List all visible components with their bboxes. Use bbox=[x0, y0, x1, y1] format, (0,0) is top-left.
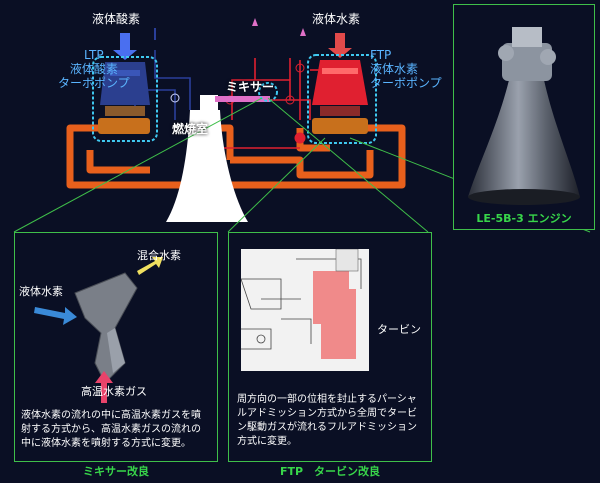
hot-gas-arrow bbox=[95, 371, 113, 403]
ftp-kind: ターボポンプ bbox=[370, 76, 442, 90]
hot-gas-label: 高温水素ガス bbox=[81, 385, 147, 398]
chamber-label: 燃焼室 bbox=[172, 122, 209, 136]
lox-label: 液体酸素 bbox=[92, 12, 141, 26]
lh2-inlet-arrow bbox=[328, 33, 352, 58]
mixer-pipe bbox=[215, 96, 270, 102]
combustion-chamber bbox=[166, 110, 248, 222]
ftp-label: FTP 液体水素 ターボポンプ bbox=[370, 48, 442, 90]
ltp-turbopump bbox=[98, 62, 150, 134]
vent-arrow-2 bbox=[300, 28, 306, 36]
ftp-panel: タービン 周方向の一部の位相を封止するパーシャ ルアドミッション方式から全周でタ… bbox=[228, 232, 432, 462]
nozzle-skirt bbox=[468, 80, 580, 197]
ftp-desc-line: 方式に変更。 bbox=[237, 436, 297, 447]
injector bbox=[200, 95, 218, 110]
liquid-h2-arrow bbox=[34, 307, 77, 325]
ftp-code: FTP bbox=[370, 48, 392, 62]
lh2-label: 液体水素 bbox=[312, 12, 361, 26]
turbine-cross-section bbox=[240, 248, 369, 371]
mixer-title: ミキサー改良 bbox=[83, 465, 149, 478]
mixer-highlight bbox=[258, 82, 278, 102]
engine-photo-panel: LE-5B-3 エンジン bbox=[453, 4, 595, 230]
ltp-kind: ターボポンプ bbox=[58, 76, 130, 90]
mixer-desc-line: 液体水素の流れの中に高温水素ガスを噴 bbox=[21, 410, 201, 421]
turbine-drawing bbox=[240, 248, 362, 359]
turbine-highlight bbox=[313, 271, 356, 359]
nozzle-exit bbox=[468, 189, 580, 205]
ftp-desc-line: ン駆動ガスが流れるフルアドミッション bbox=[237, 422, 417, 433]
mixer-desc-line: 中に液体水素を噴射する方式に変更。 bbox=[21, 438, 191, 449]
turbine-label: タービン bbox=[377, 323, 421, 336]
pump-right bbox=[540, 49, 556, 65]
ftp-desc-line: ルアドミッション方式から全周でタービ bbox=[237, 408, 417, 419]
ftp-description: 周方向の一部の位相を封止するパーシャ ルアドミッション方式から全周でタービ ン駆… bbox=[237, 393, 417, 449]
mixer-drawing bbox=[34, 257, 163, 403]
ftp-highlight bbox=[307, 54, 377, 144]
mixer-label: ミキサー bbox=[226, 80, 275, 94]
mixer-desc-line: 射する方式から、高温水素ガスの流れの bbox=[21, 424, 201, 435]
ftp-desc-line: 周方向の一部の位相を封止するパーシャ bbox=[237, 394, 417, 405]
engine-caption: LE-5B-3 エンジン bbox=[476, 212, 572, 225]
lox-inlet-arrow bbox=[113, 33, 137, 60]
ltp-code: LTP bbox=[84, 48, 104, 62]
mixer-panel: 混合水素 液体水素 高温水素ガス 液体水素の流れの中に高温水素ガスを噴 射する方… bbox=[14, 232, 218, 462]
mixed-h2-label: 混合水素 bbox=[137, 249, 181, 262]
ftp-turbopump bbox=[312, 60, 368, 134]
hot-gas-loop bbox=[66, 124, 406, 189]
ltp-label: LTP 液体酸素 ターボポンプ bbox=[58, 48, 130, 90]
engine-image bbox=[468, 27, 580, 205]
engine-top bbox=[512, 27, 542, 47]
hydrogen-lines bbox=[219, 58, 325, 149]
mixed-h2-arrow bbox=[137, 257, 163, 275]
ltp-fluid: 液体酸素 bbox=[69, 62, 118, 76]
ltp-highlight bbox=[92, 56, 158, 142]
mixer-shade bbox=[107, 328, 125, 373]
engine-plumbing bbox=[502, 43, 552, 81]
ftp-fluid: 液体水素 bbox=[370, 62, 419, 76]
mixer-body bbox=[74, 272, 138, 384]
pump-left bbox=[498, 45, 514, 61]
liquid-h2-label: 液体水素 bbox=[19, 285, 63, 298]
ftp-title: FTP タービン改良 bbox=[279, 465, 381, 478]
mixer-description: 液体水素の流れの中に高温水素ガスを噴 射する方式から、高温水素ガスの流れの 中に… bbox=[21, 409, 201, 451]
vent-arrow bbox=[252, 18, 258, 26]
